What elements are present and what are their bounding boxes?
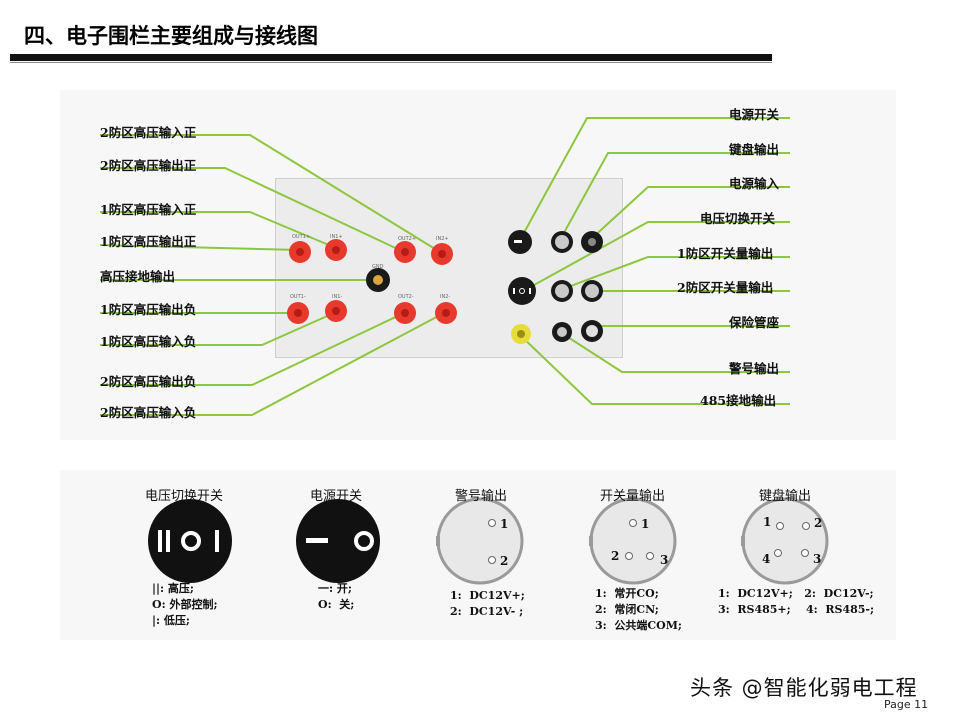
alarm-connector-component xyxy=(552,322,572,342)
panel-label-out2-plus: OUT2+ xyxy=(398,236,416,242)
label-zone2-hv-in-pos: 2防区高压输入正 xyxy=(100,125,197,140)
switch-out-connector-icon xyxy=(589,497,677,585)
leader-zone1-switch-out xyxy=(559,256,790,291)
panel-label-in2-minus: IN2- xyxy=(440,294,450,300)
leader-zone2-hv-out-pos xyxy=(100,167,405,253)
power-switch-component xyxy=(508,230,532,254)
icon-title-switch-out: 开关量输出 xyxy=(600,489,666,504)
keyboard-pin-4: 4 xyxy=(762,552,770,566)
keyboard-pin-3: 3 xyxy=(813,552,821,566)
rs485-ground-terminal-component xyxy=(511,324,531,344)
leader-zone2-hv-in-pos xyxy=(100,134,441,253)
power-switch-icon xyxy=(296,499,380,583)
panel-label-gnd: GND xyxy=(372,264,384,270)
terminal-in2-plus xyxy=(431,243,453,265)
leader-alarm-out xyxy=(559,331,790,373)
panel-label-in1-plus: IN1+ xyxy=(330,234,343,240)
leader-rs485-ground-out xyxy=(519,334,790,405)
leader-keyboard-out xyxy=(559,152,790,241)
legend-alarm-out: 1: DC12V+; 2: DC12V- ; xyxy=(450,589,525,618)
label-power-in: 电源输入 xyxy=(729,176,780,191)
alarm-pin-2: 2 xyxy=(500,554,508,568)
zone1-switch-connector-component xyxy=(551,280,573,302)
leader-power-switch xyxy=(519,117,790,241)
label-voltage-switch: 电压切换开关 xyxy=(700,211,776,226)
label-rs485-ground-out: 485接地输出 xyxy=(700,393,777,408)
leader-zone2-hv-in-neg xyxy=(100,312,445,416)
voltage-switch-component xyxy=(508,277,536,305)
label-zone1-hv-out-neg: 1防区高压输出负 xyxy=(100,302,197,317)
terminal-out1-plus xyxy=(289,241,311,263)
page-title: 四、电子围栏主要组成与接线图 xyxy=(24,24,318,48)
legend-voltage-switch: ||: 高压; O: 外部控制; |: 低压; xyxy=(152,582,218,627)
terminal-gnd xyxy=(366,268,390,292)
power-input-component xyxy=(581,231,603,253)
watermark: 头条 @智能化弱电工程 xyxy=(690,676,918,700)
label-zone1-hv-in-neg: 1防区高压输入负 xyxy=(100,334,197,349)
label-hv-ground-out: 高压接地输出 xyxy=(100,269,176,284)
icon-title-keyboard-out: 键盘输出 xyxy=(759,489,812,504)
leader-zone2-hv-out-neg xyxy=(100,312,405,386)
icon-title-alarm-out: 警号输出 xyxy=(455,489,508,504)
legend-power-switch: 一: 开; O: 关; xyxy=(318,582,355,611)
alarm-out-connector-icon xyxy=(436,497,524,585)
left-leader-lines xyxy=(99,134,445,416)
label-zone2-hv-in-neg: 2防区高压输入负 xyxy=(100,405,197,420)
leader-voltage-switch xyxy=(524,221,790,291)
label-keyboard-out: 键盘输出 xyxy=(729,142,780,157)
zone2-switch-connector-component xyxy=(581,280,603,302)
panel-label-in2-plus: IN2+ xyxy=(436,236,449,242)
label-power-switch: 电源开关 xyxy=(729,107,780,122)
title-underline xyxy=(10,54,772,61)
panel-label-out2-minus: OUT2- xyxy=(398,294,414,300)
terminals-top-row xyxy=(289,239,453,265)
alarm-pin-1: 1 xyxy=(500,517,508,531)
icon-title-power-switch: 电源开关 xyxy=(310,489,363,504)
label-zone1-hv-in-pos: 1防区高压输入正 xyxy=(100,202,197,217)
legend-switch-out: 1: 常开CO; 2: 常闭CN; 3: 公共端COM; xyxy=(595,587,682,632)
page-number: Page 11 xyxy=(884,698,929,711)
leader-zone1-hv-in-pos xyxy=(100,211,337,249)
title-underline-thin xyxy=(10,62,772,63)
label-zone2-hv-out-neg: 2防区高压输出负 xyxy=(100,374,197,389)
label-zone2-switch-out: 2防区开关量输出 xyxy=(677,280,774,295)
leader-zone1-hv-in-neg xyxy=(100,312,335,346)
label-zone2-hv-out-pos: 2防区高压输出正 xyxy=(100,158,197,173)
terminal-out1-minus xyxy=(287,302,309,324)
label-zone1-switch-out: 1防区开关量输出 xyxy=(677,246,774,261)
label-fuse-holder: 保险管座 xyxy=(729,315,780,330)
keyboard-pin-2: 2 xyxy=(814,516,822,530)
terminal-out2-plus xyxy=(394,241,416,263)
terminal-in1-minus xyxy=(325,300,347,322)
keyboard-out-connector-icon xyxy=(741,497,829,585)
panel-label-out1-minus: OUT1- xyxy=(290,294,306,300)
right-leader-lines xyxy=(519,117,790,405)
terminal-out2-minus xyxy=(394,302,416,324)
terminals-bottom-row xyxy=(287,300,457,324)
fuse-holder-component xyxy=(581,320,603,342)
legend-keyboard-out: 1: DC12V+; 2: DC12V-; 3: RS485+; 4: RS48… xyxy=(718,587,875,616)
terminal-in2-minus xyxy=(435,302,457,324)
switch-pin-2: 2 xyxy=(611,549,619,563)
voltage-switch-icon xyxy=(148,499,232,583)
leader-zone1-hv-out-pos xyxy=(99,244,301,251)
terminal-in1-plus xyxy=(325,239,347,261)
label-alarm-out: 警号输出 xyxy=(729,361,780,376)
switch-pin-3: 3 xyxy=(660,553,668,567)
icon-title-voltage-switch: 电压切换开关 xyxy=(145,489,224,504)
keyboard-pin-1: 1 xyxy=(763,515,771,529)
label-zone1-hv-out-pos: 1防区高压输出正 xyxy=(100,234,197,249)
panel-label-in1-minus: IN1- xyxy=(332,294,342,300)
switch-pin-1: 1 xyxy=(641,517,649,531)
keyboard-connector-component xyxy=(551,231,573,253)
panel-label-out1-plus: OUT1+ xyxy=(292,234,310,240)
leader-power-in xyxy=(589,186,790,241)
